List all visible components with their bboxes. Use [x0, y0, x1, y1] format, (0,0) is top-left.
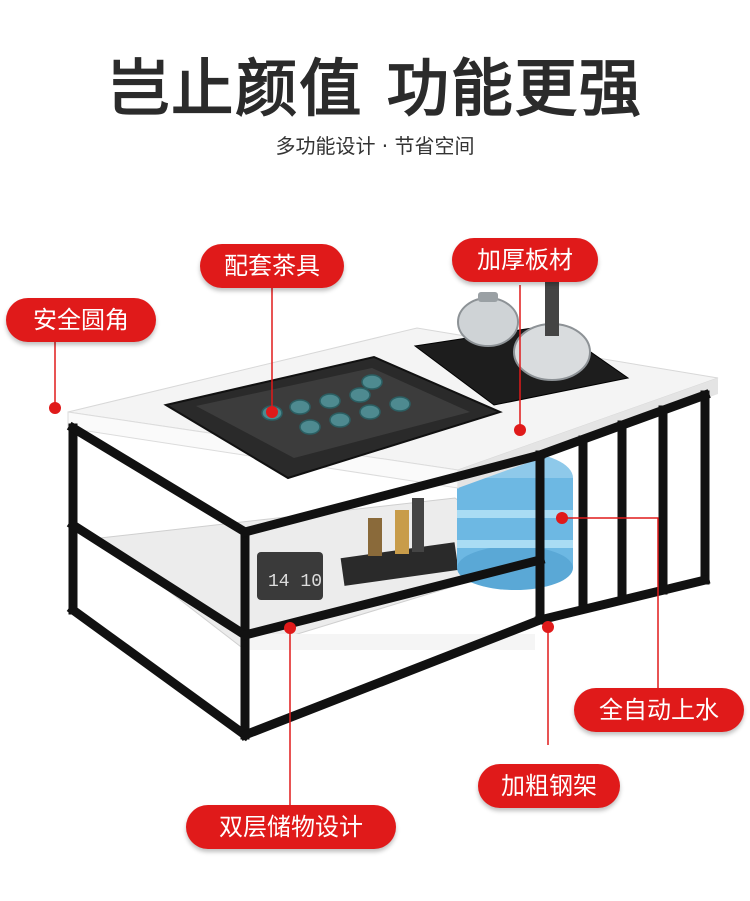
callout-double-storage: 双层储物设计: [186, 805, 396, 849]
leader-lines: [54, 285, 659, 810]
headline: 岂止颜值 功能更强: [107, 52, 643, 125]
steel-frame: [66, 389, 711, 742]
subheadline: 多功能设计 · 节省空间: [275, 134, 475, 158]
anchor-dots: [49, 402, 568, 634]
callout-auto-water: 全自动上水: [574, 688, 744, 732]
desk-clock: [257, 552, 323, 600]
tea-tray-inner: [196, 368, 470, 458]
callout-thick-board: 加厚板材: [452, 238, 598, 282]
callout-tea-set: 配套茶具: [200, 244, 344, 288]
callout-rounded-corners: 安全圆角: [6, 298, 156, 342]
shelf-decor: [257, 498, 459, 600]
callout-steel-frame: 加粗钢架: [478, 764, 620, 808]
clock-display: 14 10: [268, 572, 322, 592]
kettles: [457, 280, 591, 381]
